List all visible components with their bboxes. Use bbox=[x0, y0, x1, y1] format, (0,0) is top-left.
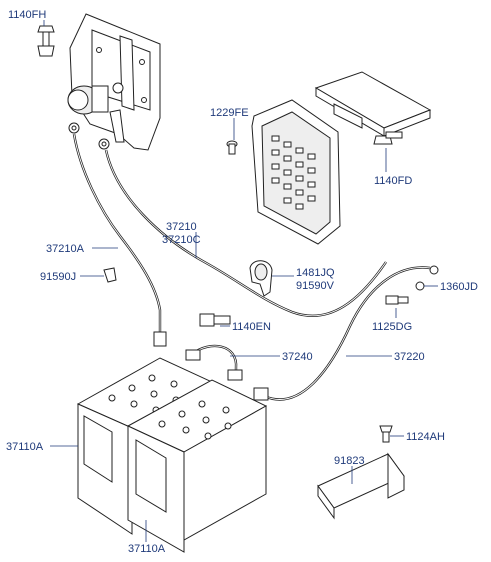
clip-91590j[interactable] bbox=[103, 267, 117, 283]
bolt-1140fd[interactable] bbox=[373, 131, 403, 145]
callout-37240: 37240 bbox=[282, 351, 313, 363]
callout-37210a: 37210A bbox=[46, 243, 85, 255]
callout-37110a-left: 37110A bbox=[6, 441, 44, 453]
clamp-1481jq[interactable] bbox=[249, 260, 273, 297]
callout-labels: 1140FH 1229FE 1140FD 37210 37210C 37210A… bbox=[6, 9, 478, 555]
callout-91590v: 91590V bbox=[296, 280, 335, 292]
callout-1229fe: 1229FE bbox=[210, 107, 249, 119]
bolt-1125dg[interactable] bbox=[385, 295, 409, 305]
nut-1360jd[interactable] bbox=[415, 281, 425, 291]
callout-1140fh: 1140FH bbox=[8, 9, 46, 21]
callout-37220: 37220 bbox=[394, 351, 425, 363]
leader-lines bbox=[43, 20, 438, 542]
callout-1124ah: 1124AH bbox=[406, 431, 445, 443]
cable-37210[interactable] bbox=[98, 138, 387, 317]
callout-1481jq: 1481JQ bbox=[296, 267, 335, 279]
screw-1229fe[interactable] bbox=[226, 140, 238, 155]
callout-1125dg: 1125DG bbox=[372, 321, 412, 333]
bolt-1140en[interactable] bbox=[199, 313, 231, 327]
callout-91823: 91823 bbox=[334, 455, 365, 467]
bracket-91823[interactable] bbox=[317, 452, 405, 520]
battery-right[interactable] bbox=[126, 379, 268, 553]
callout-1360jd: 1360JD bbox=[440, 281, 478, 293]
callout-91590j: 91590J bbox=[40, 271, 76, 283]
callout-37210c: 37210C bbox=[162, 234, 201, 246]
callout-37210: 37210 bbox=[166, 221, 197, 233]
bolt-1124ah[interactable] bbox=[379, 425, 393, 443]
cable-37220[interactable] bbox=[253, 265, 439, 401]
relay-bracket-assembly[interactable] bbox=[67, 13, 161, 151]
fuse-junction-box[interactable] bbox=[251, 99, 341, 245]
bolt-1140fh[interactable] bbox=[37, 25, 55, 57]
callout-37110a-bottom: 37110A bbox=[128, 543, 166, 555]
fuse-slots bbox=[271, 135, 316, 210]
callout-1140fd: 1140FD bbox=[374, 175, 412, 187]
cable-37210a[interactable] bbox=[68, 122, 167, 347]
cover-bracket[interactable] bbox=[314, 71, 432, 137]
cable-37240[interactable] bbox=[185, 344, 243, 381]
callout-1140en: 1140EN bbox=[232, 321, 271, 333]
